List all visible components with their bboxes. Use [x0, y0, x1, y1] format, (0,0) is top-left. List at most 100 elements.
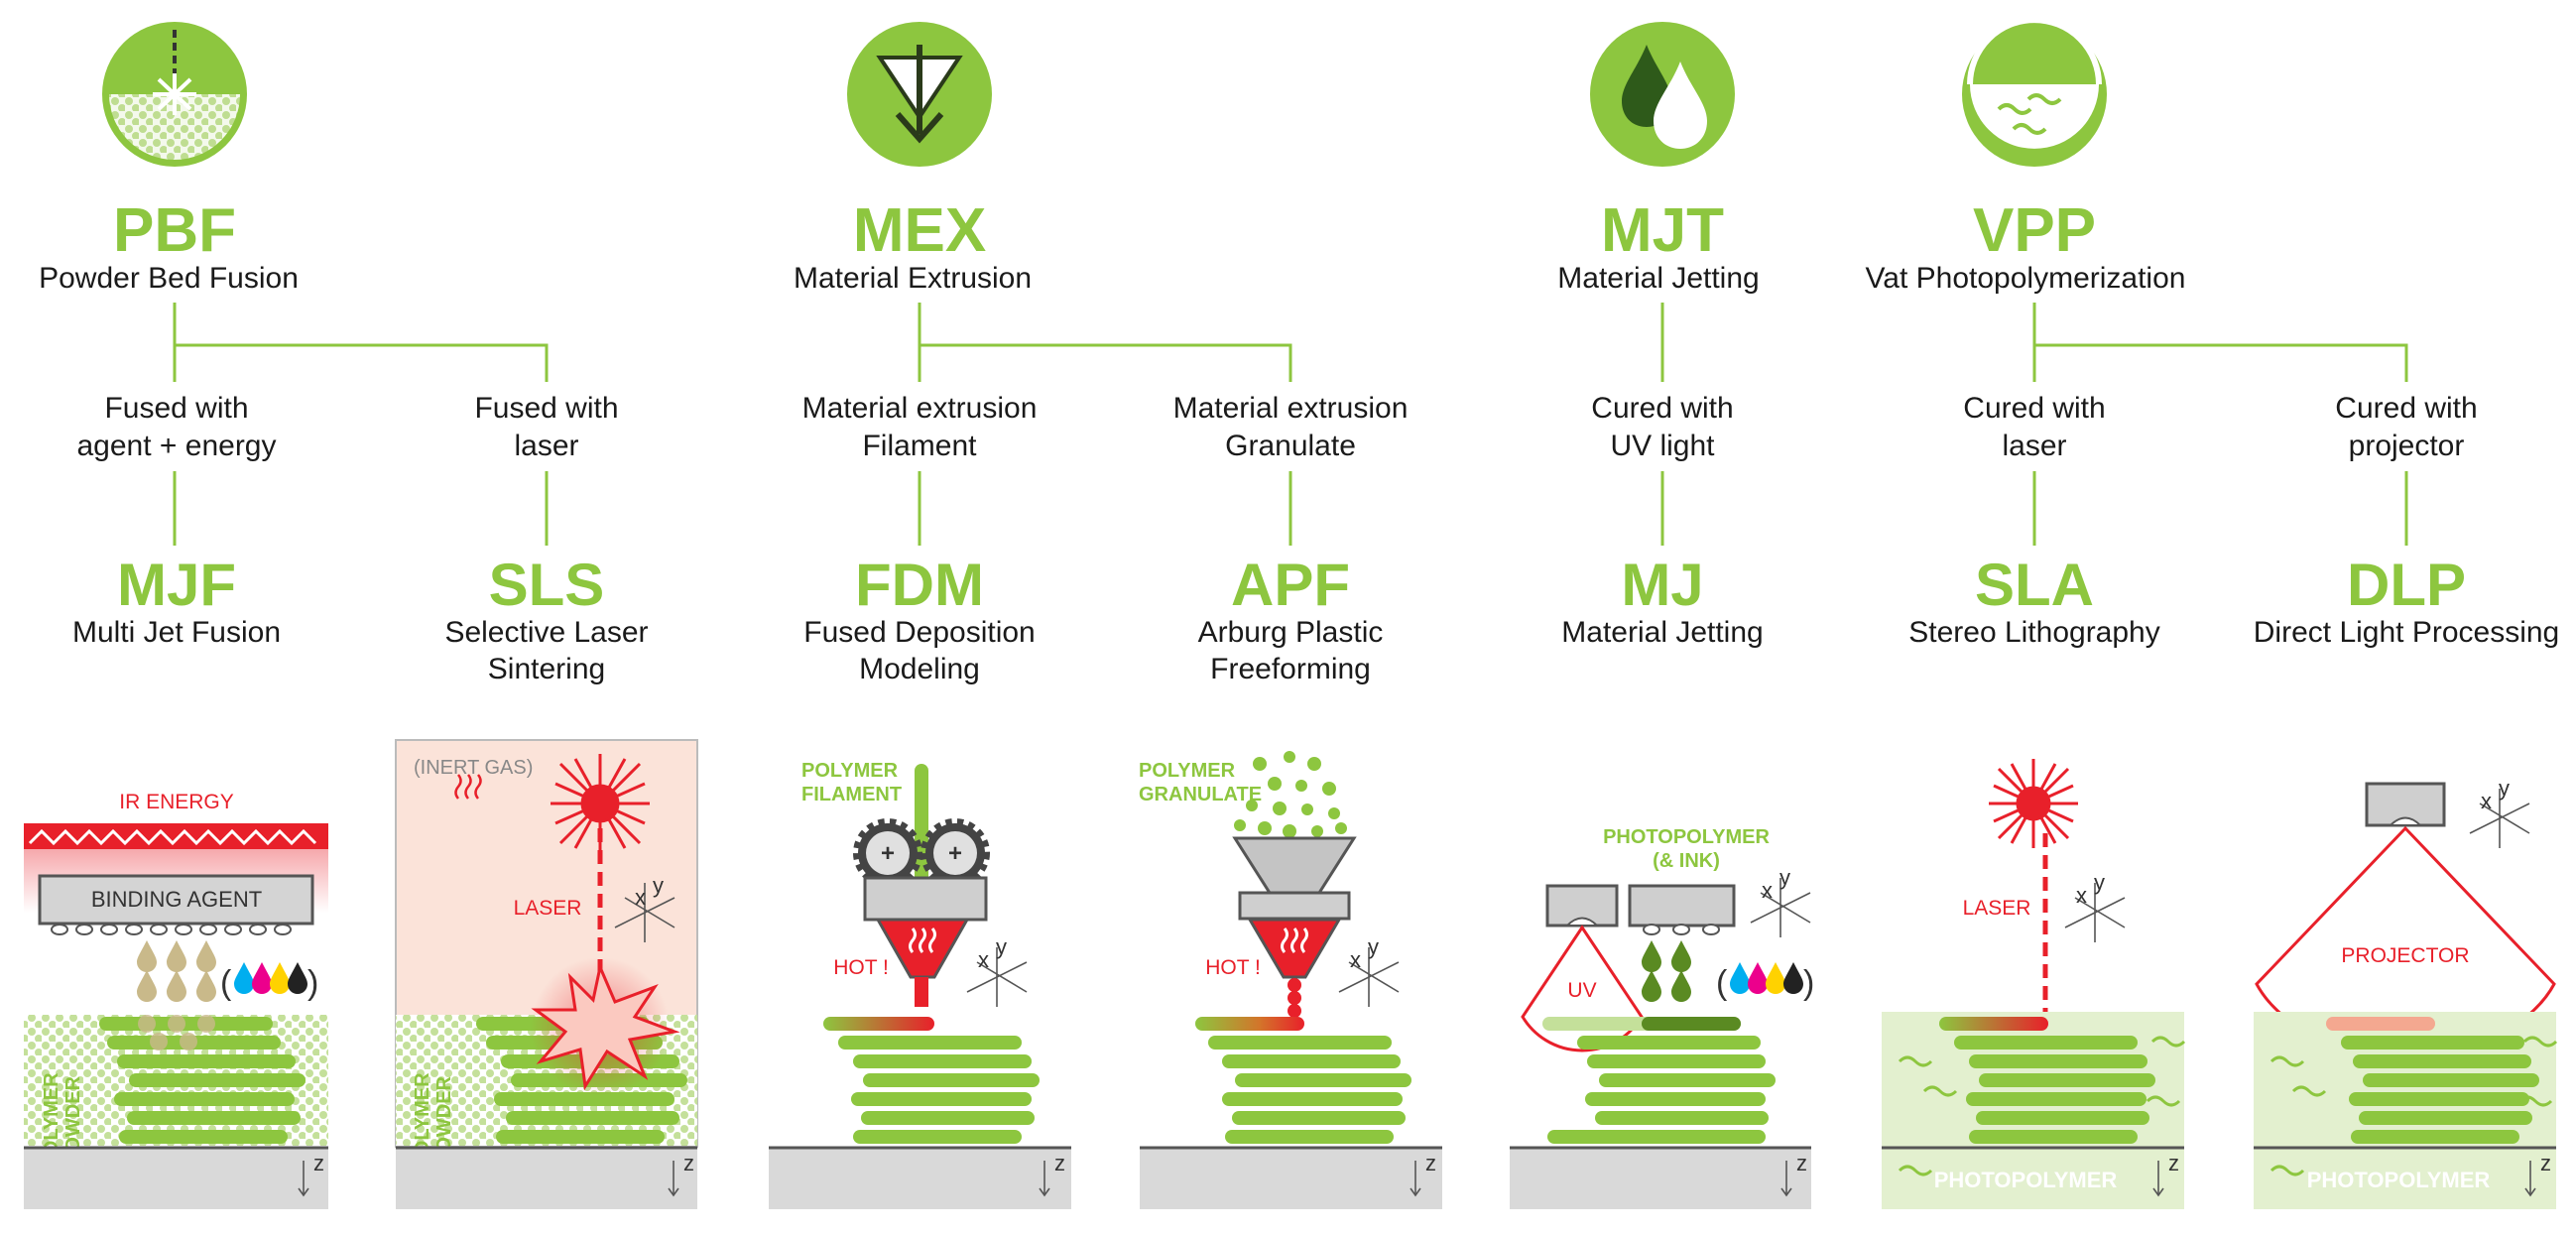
- category-abbr-mex: MEX: [853, 196, 986, 265]
- category-abbr-pbf: PBF: [113, 196, 236, 265]
- ir-energy-label: IR ENERGY: [119, 791, 234, 813]
- sls-powder-label-2: POWDER: [433, 1075, 455, 1166]
- polymer-filament-label-1: POLYMER: [801, 760, 899, 782]
- process-name-apf-line1: Arburg Plastic: [1198, 616, 1384, 649]
- laser-label-sls: LASER: [514, 897, 582, 920]
- z-axis-label-apf: z: [1425, 1151, 1436, 1175]
- fdm-illustration: POLYMER FILAMENT + + HOT ! x y: [769, 760, 1071, 1209]
- mj-illustration: PHOTOPOLYMER (& INK) x y UV ( ): [1510, 826, 1814, 1209]
- photopolymer-label-dlp: PHOTOPOLYMER: [2307, 1168, 2491, 1192]
- y-axis-label-apf: y: [1368, 934, 1379, 959]
- polymer-powder-label-1: POLYMER: [41, 1072, 62, 1170]
- z-axis-label: z: [313, 1151, 324, 1175]
- cmyk-ink-icon: ( ): [220, 962, 318, 1002]
- inert-gas-label: (INERT GAS): [414, 757, 533, 779]
- x-axis-label-dlp: x: [2481, 789, 2492, 813]
- method-mj-line1: Cured with: [1591, 392, 1733, 425]
- z-axis-label-sls: z: [683, 1151, 694, 1175]
- process-name-fdm-line2: Modeling: [859, 653, 980, 685]
- category-abbr-mjt: MJT: [1601, 196, 1724, 265]
- polymer-granulate-label-2: GRANULATE: [1139, 784, 1262, 805]
- photopolymer-label-sla: PHOTOPOLYMER: [1934, 1168, 2118, 1192]
- polymer-powder-label-2: POWDER: [62, 1075, 84, 1166]
- process-name-sls-line1: Selective Laser: [444, 616, 648, 649]
- category-abbr-vpp: VPP: [1973, 196, 2096, 265]
- process-abbr-sls: SLS: [489, 552, 605, 618]
- process-abbr-dlp: DLP: [2347, 552, 2466, 618]
- laser-label-sla: LASER: [1963, 897, 2031, 920]
- method-dlp-line1: Cured with: [2335, 392, 2477, 425]
- heat-icon: [454, 774, 482, 800]
- z-axis-label-dlp: z: [2540, 1151, 2551, 1175]
- polymer-granulate-label-1: POLYMER: [1139, 760, 1236, 782]
- method-fdm-line2: Filament: [862, 430, 977, 462]
- process-name-dlp-line1: Direct Light Processing: [2254, 616, 2559, 649]
- extrusion-arrow-icon: [847, 22, 992, 167]
- method-dlp-line2: projector: [2349, 430, 2465, 462]
- sls-illustration: (INERT GAS) LASER x y: [395, 739, 698, 1209]
- mjf-illustration: IR ENERGY BINDING AGENT ( ): [24, 791, 328, 1209]
- projector-label: PROJECTOR: [2341, 944, 2469, 967]
- laser-source-icon-sla: [1989, 759, 2078, 848]
- svg-text:(: (: [1716, 964, 1728, 1002]
- x-axis-label-sla: x: [2076, 883, 2087, 908]
- method-mjf-line1: Fused with: [104, 392, 248, 425]
- category-name-pbf: Powder Bed Fusion: [39, 262, 299, 295]
- xy-axes-icon: [614, 883, 675, 942]
- apf-illustration: POLYMER GRANULATE HOT ! x y: [1139, 751, 1442, 1209]
- svg-text:+: +: [948, 840, 962, 867]
- method-sls-line1: Fused with: [474, 392, 618, 425]
- z-axis-label-mj: z: [1796, 1151, 1807, 1175]
- method-fdm-line1: Material extrusion: [802, 392, 1038, 425]
- process-name-sla-line1: Stereo Lithography: [1908, 616, 2160, 649]
- z-axis-label-sla: z: [2168, 1151, 2179, 1175]
- svg-text:): ): [307, 964, 318, 1002]
- polymer-filament-label-2: FILAMENT: [801, 784, 902, 805]
- hot-label-apf: HOT !: [1205, 956, 1261, 979]
- svg-text:+: +: [881, 840, 895, 867]
- process-name-fdm-line1: Fused Deposition: [803, 616, 1035, 649]
- droplets-icon: [1590, 22, 1735, 167]
- category-name-mjt: Material Jetting: [1557, 262, 1759, 295]
- laser-powder-icon: [102, 22, 247, 167]
- vat-icon: [1962, 17, 2107, 167]
- svg-text:): ): [1803, 964, 1814, 1002]
- category-name-mex: Material Extrusion: [794, 262, 1032, 295]
- method-mj-line2: UV light: [1610, 430, 1715, 462]
- svg-text:(: (: [220, 964, 232, 1002]
- process-name-apf-line2: Freeforming: [1210, 653, 1371, 685]
- sls-powder-label-1: POLYMER: [412, 1072, 433, 1170]
- method-sla-line1: Cured with: [1963, 392, 2105, 425]
- process-abbr-mjf: MJF: [117, 552, 236, 618]
- method-sla-line2: laser: [2002, 430, 2066, 462]
- x-axis-label-fdm: x: [978, 947, 989, 972]
- category-name-vpp: Vat Photopolymerization: [1866, 262, 2186, 295]
- process-abbr-sla: SLA: [1975, 552, 2094, 618]
- dlp-illustration: x y PROJECTOR PHOTOPOLYMER z: [2254, 776, 2558, 1209]
- process-name-mjf-line1: Multi Jet Fusion: [72, 616, 281, 649]
- x-axis-label: x: [635, 885, 646, 910]
- process-name-mj-line1: Material Jetting: [1561, 616, 1763, 649]
- granulate-particles: [1234, 751, 1347, 838]
- method-mjf-line2: agent + energy: [77, 430, 277, 462]
- method-apf-line1: Material extrusion: [1173, 392, 1409, 425]
- process-abbr-fdm: FDM: [855, 552, 984, 618]
- y-axis-label-sla: y: [2094, 870, 2105, 895]
- method-apf-line2: Granulate: [1225, 430, 1356, 462]
- uv-label: UV: [1567, 979, 1596, 1002]
- x-axis-label-apf: x: [1350, 947, 1361, 972]
- y-axis-label-mj: y: [1779, 865, 1790, 890]
- photopolymer-ink-label-2: (& INK): [1653, 850, 1720, 872]
- binding-agent-label: BINDING AGENT: [91, 887, 262, 912]
- process-abbr-mj: MJ: [1621, 552, 1703, 618]
- y-axis-label-fdm: y: [996, 934, 1007, 959]
- sla-illustration: LASER x y PHOTOPOLYMER z: [1882, 759, 2186, 1209]
- tree-connectors: [173, 303, 2408, 546]
- y-axis-label-dlp: y: [2499, 776, 2510, 801]
- process-name-sls-line2: Sintering: [488, 653, 605, 685]
- method-sls-line2: laser: [514, 430, 578, 462]
- z-axis-label-fdm: z: [1054, 1151, 1065, 1175]
- hot-label-fdm: HOT !: [833, 956, 889, 979]
- process-abbr-apf: APF: [1231, 552, 1350, 618]
